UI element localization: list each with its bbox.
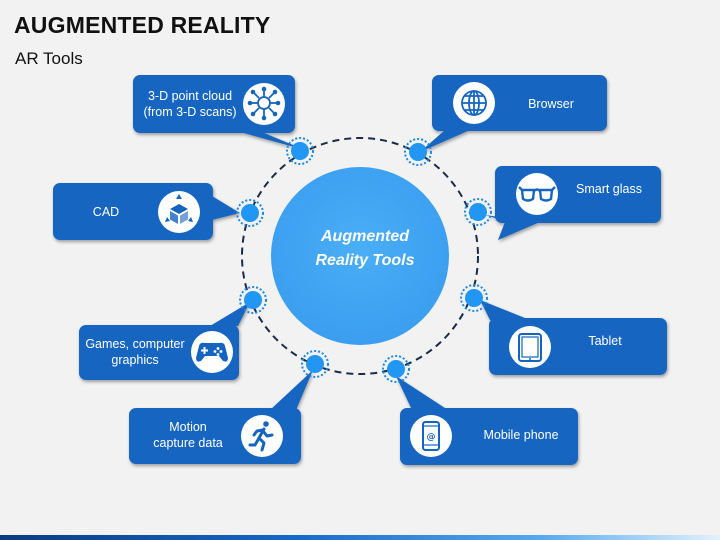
label-line: capture data (153, 436, 223, 450)
ring-dot (404, 138, 432, 166)
cube-arrows-icon (158, 191, 200, 233)
label-line: Mobile phone (483, 428, 559, 442)
callout-smart-glass (485, 166, 661, 240)
network-head-icon (243, 83, 285, 125)
ring-dot (236, 199, 264, 227)
label-cad: CAD (73, 204, 139, 220)
ring-dots (236, 137, 492, 383)
ring-dot (382, 355, 410, 383)
label-line: graphics (111, 353, 159, 367)
label-games: Games, computer graphics (81, 336, 189, 368)
label-line: Tablet (588, 334, 622, 348)
label-line: (from 3-D scans) (143, 105, 237, 119)
center-label-line1: Augmented (321, 228, 409, 245)
label-line: 3-D point cloud (147, 89, 233, 103)
slide-title: AUGMENTED REALITY (14, 12, 271, 38)
label-tablet: Tablet (562, 333, 648, 349)
dashed-orbit-ring (241, 137, 479, 375)
mobile-phone-icon: @ (410, 415, 452, 457)
bottom-gradient-bar (0, 535, 720, 540)
slide-subtitle: AR Tools (15, 49, 83, 68)
center-label-line2: Reality Tools (315, 252, 415, 269)
ring-dot (301, 350, 329, 378)
label-line: Motion (169, 420, 207, 434)
ring-dot (460, 284, 488, 312)
ring-dot (239, 286, 267, 314)
label-line: CAD (92, 205, 120, 219)
center-label: Augmented Reality Tools (290, 225, 440, 273)
label-line: Browser (528, 97, 574, 111)
glasses-icon (516, 173, 558, 215)
svg-text:@: @ (427, 433, 436, 443)
label-mobile: Mobile phone (466, 427, 576, 443)
label-browser: Browser (505, 96, 597, 112)
globe-icon (453, 82, 495, 124)
label-point-cloud: 3-D point cloud (from 3-D scans) (138, 88, 242, 120)
center-circle (271, 167, 449, 345)
ring-dot (464, 198, 492, 226)
label-line: Games, computer (85, 337, 185, 351)
gamepad-icon (191, 331, 233, 373)
tablet-icon (509, 326, 551, 368)
label-line: Smart glass (576, 182, 642, 196)
label-smart-glass: Smart glass (566, 181, 652, 197)
callout-browser (420, 75, 607, 152)
running-person-icon (241, 415, 283, 457)
ring-dot (286, 137, 314, 165)
label-motion: Motion capture data (140, 419, 236, 451)
